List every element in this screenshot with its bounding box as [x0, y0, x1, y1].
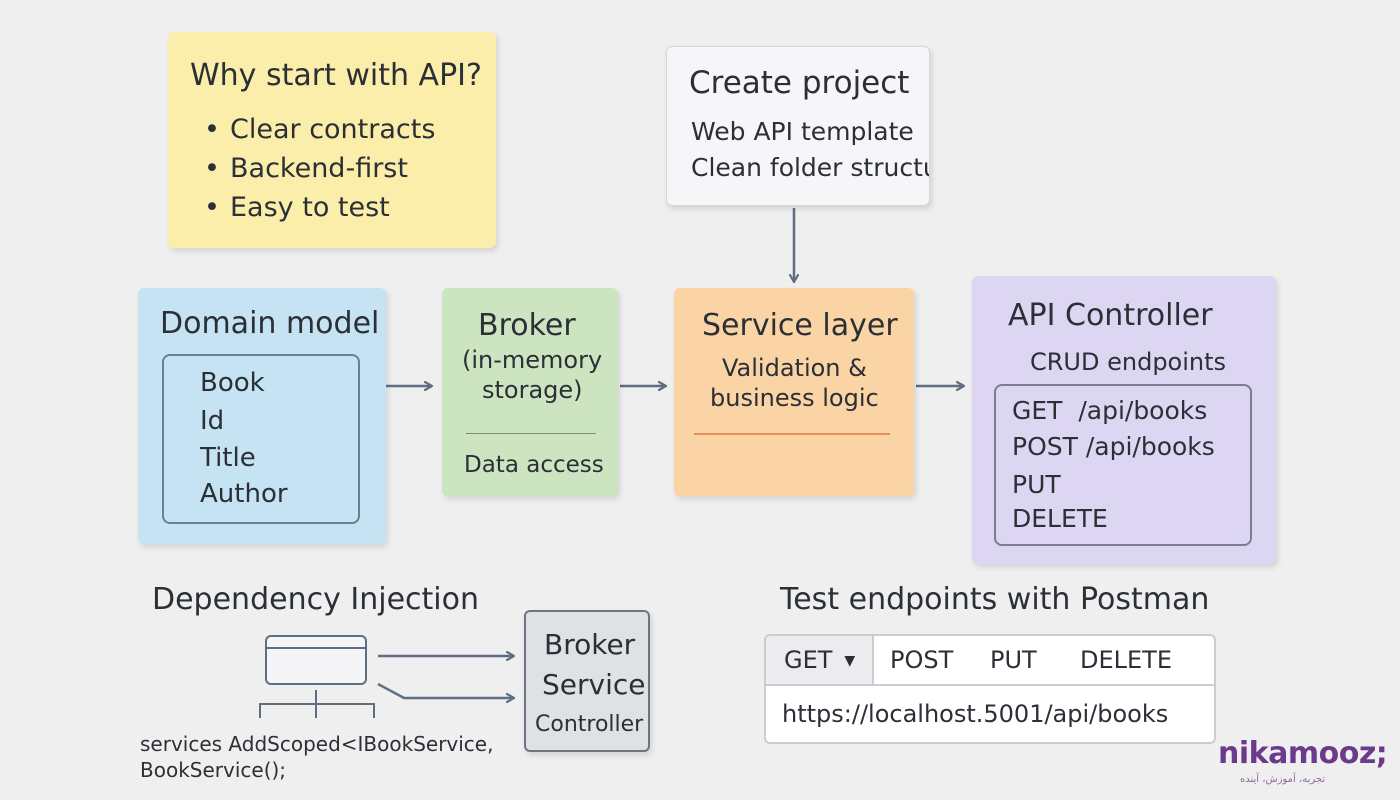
why-start-note: Why start with API? Clear contracts Back…: [168, 32, 496, 248]
domain-model-box: Domain model Book Id Title Author: [138, 288, 386, 544]
entity-field: Id: [200, 406, 225, 436]
create-project-box: Create project Web API template Clean fo…: [666, 46, 930, 206]
endpoint-list: GET /api/books POST /api/books PUT DELET…: [994, 384, 1252, 546]
broker-subtitle: storage): [482, 376, 583, 404]
service-layer-box: Service layer Validation & business logi…: [674, 288, 914, 496]
method-dropdown-label: GET: [784, 646, 833, 674]
service-subtitle: business logic: [710, 384, 879, 412]
container-icon: [265, 635, 367, 685]
di-target-label: Controller: [535, 712, 644, 737]
entity-field: Author: [200, 479, 288, 509]
why-bullet: Clear contracts: [204, 110, 435, 149]
service-title: Service layer: [702, 308, 898, 343]
method-tab-bar: GET ▼ POST PUT DELETE: [766, 636, 1214, 686]
why-bullet: Backend-first: [204, 149, 435, 188]
endpoint-item: POST /api/books: [1012, 432, 1215, 461]
di-code-line: services AddScoped<IBookService,: [140, 732, 494, 756]
tab-put[interactable]: PUT: [990, 646, 1037, 674]
tree-connector: [259, 690, 375, 718]
api-subtitle: CRUD endpoints: [1030, 348, 1227, 376]
create-line: Clean folder structu: [691, 153, 930, 182]
di-target-label: Broker: [544, 628, 636, 661]
api-title: API Controller: [1008, 298, 1213, 333]
di-target-label: Service: [542, 668, 646, 701]
endpoint-item: PUT: [1012, 470, 1061, 499]
logo-tagline: تجربه، آموزش، آینده: [1240, 774, 1326, 785]
logo-wordmark: nikamooz;: [1218, 736, 1388, 771]
broker-subtitle: (in-memory: [462, 346, 603, 374]
di-title: Dependency Injection: [152, 582, 479, 617]
divider: [694, 433, 890, 435]
divider: [466, 433, 596, 434]
domain-title: Domain model: [160, 306, 380, 341]
endpoint-item: DELETE: [1012, 504, 1108, 533]
broker-box: Broker (in-memory storage) Data access: [442, 288, 618, 496]
entity-field: Title: [200, 443, 256, 473]
create-title: Create project: [689, 65, 910, 101]
broker-title: Broker: [478, 308, 576, 343]
nikamooz-logo: nikamooz; تجربه، آموزش، آینده: [1218, 736, 1388, 792]
di-target-box: Broker Service Controller: [524, 610, 650, 752]
why-bullet-list: Clear contracts Backend-first Easy to te…: [204, 110, 435, 227]
why-title: Why start with API?: [190, 58, 482, 93]
url-input[interactable]: https://localhost.5001/api/books: [782, 700, 1169, 728]
broker-note: Data access: [464, 452, 604, 478]
book-entity-box: Book Id Title Author: [162, 354, 360, 524]
endpoint-item: GET /api/books: [1012, 396, 1208, 425]
entity-field: Book: [200, 368, 265, 398]
api-controller-box: API Controller CRUD endpoints GET /api/b…: [972, 276, 1276, 564]
postman-request-panel: GET ▼ POST PUT DELETE https://localhost.5…: [764, 634, 1216, 744]
tab-post[interactable]: POST: [890, 646, 954, 674]
di-code-line: BookService();: [140, 758, 287, 782]
arrow-di-to-box-2: [377, 682, 514, 698]
create-line: Web API template: [691, 117, 914, 146]
chevron-down-icon: ▼: [844, 653, 856, 669]
postman-title: Test endpoints with Postman: [780, 582, 1210, 617]
service-subtitle: Validation &: [722, 354, 867, 382]
why-bullet: Easy to test: [204, 188, 435, 227]
tab-delete[interactable]: DELETE: [1080, 646, 1173, 674]
method-dropdown[interactable]: GET ▼: [766, 636, 874, 684]
